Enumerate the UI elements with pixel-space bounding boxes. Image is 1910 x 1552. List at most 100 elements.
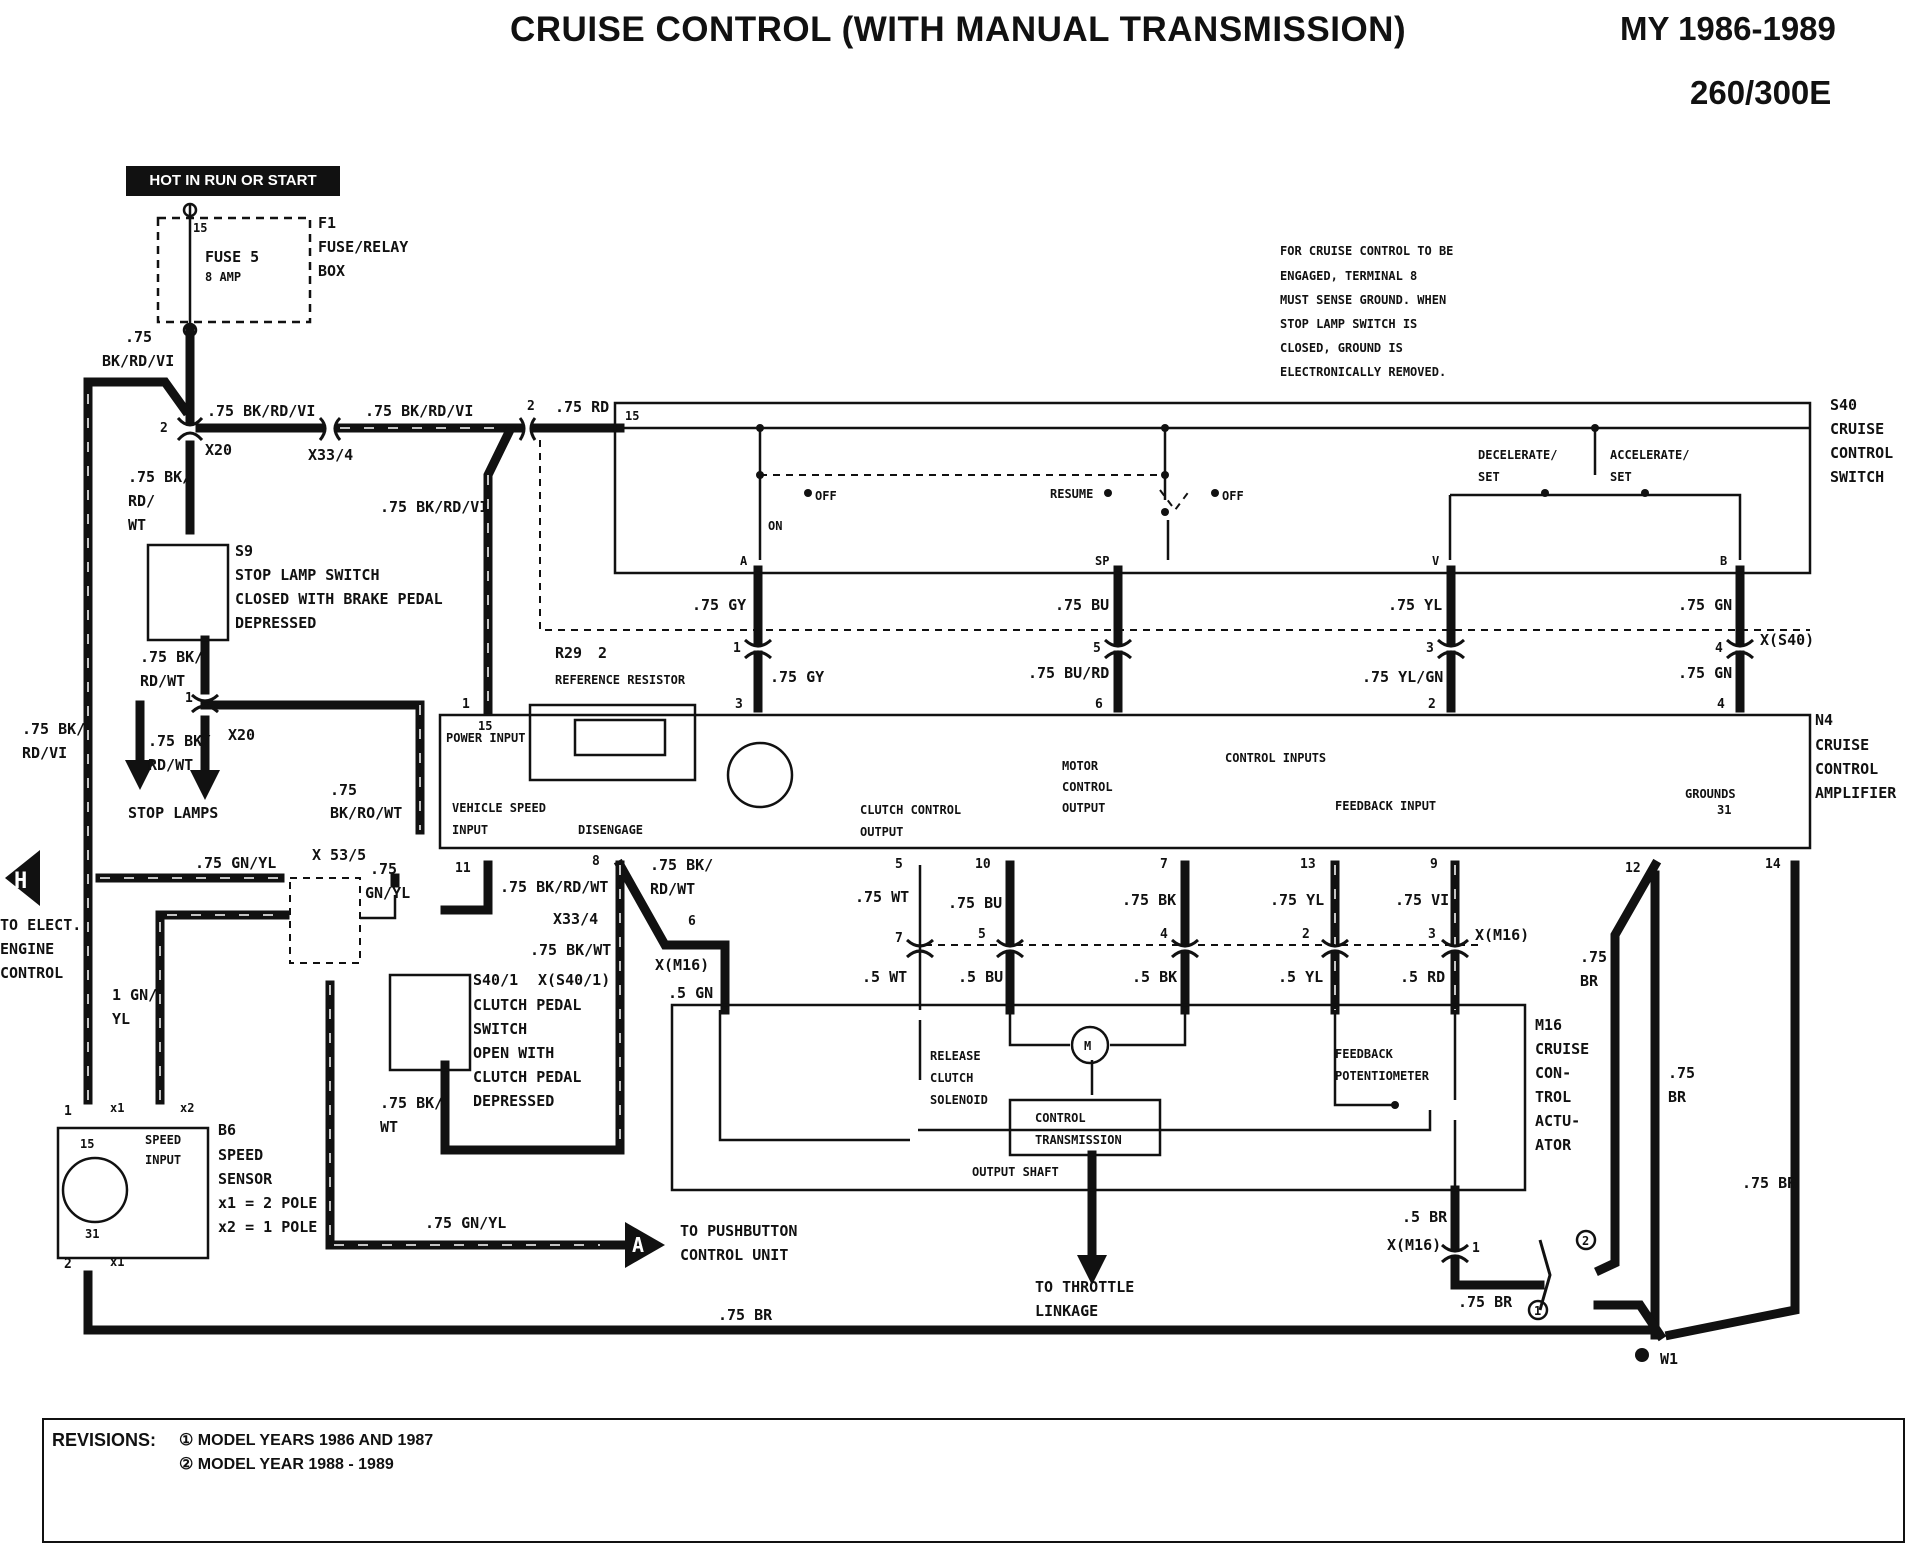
speed-sensor-transistor-icon	[61, 1156, 129, 1224]
wire-label: BR	[1580, 972, 1599, 990]
wire-label: .5 GN	[668, 984, 713, 1002]
wire-label: .75 BK/	[148, 732, 211, 750]
s40-accel-2: SET	[1610, 470, 1632, 484]
wire-label: .75 BK/	[22, 720, 85, 738]
ground-point-icon	[1635, 1348, 1649, 1362]
wire-label: .75	[1580, 948, 1607, 966]
r29-mark: 2	[598, 644, 607, 662]
pin-label: 7	[895, 931, 903, 946]
pin-label: 1	[185, 691, 193, 706]
n4-l3: AMPLIFIER	[1815, 784, 1897, 802]
clutch-switch-l4: CLUTCH PEDAL	[473, 1068, 581, 1086]
n4-clutch-ctrl-2: OUTPUT	[860, 825, 903, 839]
pushbutton-2: CONTROL UNIT	[680, 1246, 788, 1264]
speed-sensor-t31: 31	[85, 1227, 99, 1241]
model-years: MY 1986-1989	[1620, 10, 1836, 47]
wire-label: .75	[1668, 1064, 1695, 1082]
connector-x-m16: X(M16)	[655, 956, 709, 974]
pin-label: 9	[1430, 857, 1438, 872]
pin-label: 6	[1095, 697, 1103, 712]
wire-label: .75 GN/YL	[425, 1214, 506, 1232]
s40-resume: RESUME	[1050, 487, 1093, 501]
wire-label: .75 BK/	[128, 468, 191, 486]
wire-label: BK/RO/WT	[330, 804, 402, 822]
connector-x-m16: X(M16)	[1387, 1236, 1441, 1254]
m16-l5: ATOR	[1535, 1136, 1572, 1154]
speed-sensor-l1: SPEED	[218, 1146, 263, 1164]
wire-label: .75 BU	[948, 894, 1002, 912]
wire-label: RD/WT	[148, 756, 193, 774]
fuse-terminal-15: 15	[193, 221, 207, 235]
speed-sensor	[56, 1126, 210, 1260]
pin-label: 5	[978, 927, 986, 942]
s40-accel-1: ACCELERATE/	[1610, 448, 1689, 462]
n4-grounds: GROUNDS	[1685, 787, 1736, 801]
revision-2-mark	[1575, 1229, 1597, 1251]
wire-label: .75 BR	[1458, 1293, 1513, 1311]
throttle-2: LINKAGE	[1035, 1302, 1098, 1320]
n4-vehicle-speed-1: VEHICLE SPEED	[452, 801, 546, 815]
clutch-switch-l5: DEPRESSED	[473, 1092, 554, 1110]
pin-label: 3	[735, 697, 743, 712]
wire-label: .75 BU/RD	[1028, 664, 1109, 682]
n4-motor-ctrl-3: OUTPUT	[1062, 801, 1105, 815]
n4-motor-ctrl-2: CONTROL	[1062, 780, 1113, 794]
wire-label: .75 GN	[1678, 664, 1732, 682]
s40-l3: SWITCH	[1830, 468, 1884, 486]
speed-sensor-x1: x1 = 2 POLE	[218, 1194, 317, 1212]
n4-l1: CRUISE	[1815, 736, 1869, 754]
elect-engine-2: ENGINE	[0, 940, 54, 958]
wire-label: GN/YL	[365, 884, 410, 902]
pin-label: 14	[1765, 857, 1781, 872]
n4-clutch-ctrl-1: CLUTCH CONTROL	[860, 803, 961, 817]
pin-label: 4	[1160, 927, 1168, 942]
wire-label: .5 WT	[862, 968, 907, 986]
pin-label: 5	[1093, 641, 1101, 656]
speed-input-1: SPEED	[145, 1133, 181, 1147]
pin-label: 6	[688, 914, 696, 929]
connector-x-s40-1: X(S40/1)	[538, 971, 610, 989]
wire-label: .75	[370, 860, 397, 878]
cruise-control-actuator	[670, 1003, 1527, 1192]
pin-label: 7	[1160, 857, 1168, 872]
note-line: FOR CRUISE CONTROL TO BE	[1280, 244, 1453, 258]
note-line: ELECTRONICALLY REMOVED.	[1280, 365, 1446, 379]
wire-label: .75 BK/RD/VI	[207, 402, 315, 420]
connector-x33-4: X33/4	[553, 910, 598, 928]
wire-label: .75 BK/	[380, 1094, 443, 1112]
wire-label: .5 YL	[1278, 968, 1323, 986]
connector-x33-4: X33/4	[308, 446, 353, 464]
release-solenoid-2: CLUTCH	[930, 1071, 973, 1085]
n4-control-inputs: CONTROL INPUTS	[1225, 751, 1326, 765]
clutch-switch-l3: OPEN WITH	[473, 1044, 554, 1062]
wire-label: .75 RD	[555, 398, 609, 416]
control-transmission-box	[1008, 1098, 1162, 1157]
note-line: STOP LAMP SWITCH IS	[1280, 317, 1417, 331]
fuse-name: FUSE 5	[205, 248, 259, 266]
pin-label: 2	[1302, 927, 1310, 942]
note-line: CLOSED, GROUND IS	[1280, 341, 1403, 355]
wire-label: .75 BK/RD/VI	[365, 402, 473, 420]
stop-lamp-switch-id: S9	[235, 542, 253, 560]
r29-id: R29	[555, 644, 582, 662]
pin-label: 2	[160, 421, 168, 436]
speed-sensor-l2: SENSOR	[218, 1170, 273, 1188]
model-code: 260/300E	[1690, 74, 1832, 111]
connector-symbols	[176, 416, 1755, 1311]
thick-wires	[83, 325, 1800, 1342]
page-title: CRUISE CONTROL (WITH MANUAL TRANSMISSION…	[510, 10, 1407, 49]
pin-label: 10	[975, 857, 991, 872]
s40-decel-1: DECELERATE/	[1478, 448, 1557, 462]
wire-label: .75 BK/RD/VI	[380, 498, 488, 516]
control-transmission-1: CONTROL	[1035, 1111, 1086, 1125]
wire-label: WT	[128, 516, 146, 534]
note-line: ENGAGED, TERMINAL 8	[1280, 269, 1417, 283]
ground-w1: W1	[1660, 1350, 1678, 1368]
stop-lamp-switch-l1: STOP LAMP SWITCH	[235, 566, 380, 584]
wire-label: .75 BR	[718, 1306, 773, 1324]
clutch-switch-l2: SWITCH	[473, 1020, 527, 1038]
revision-1: ① MODEL YEARS 1986 AND 1987	[179, 1432, 434, 1449]
pin-label: 1	[733, 641, 741, 656]
wire-label: RD/	[128, 492, 155, 510]
clutch-pedal-switch	[388, 973, 472, 1072]
